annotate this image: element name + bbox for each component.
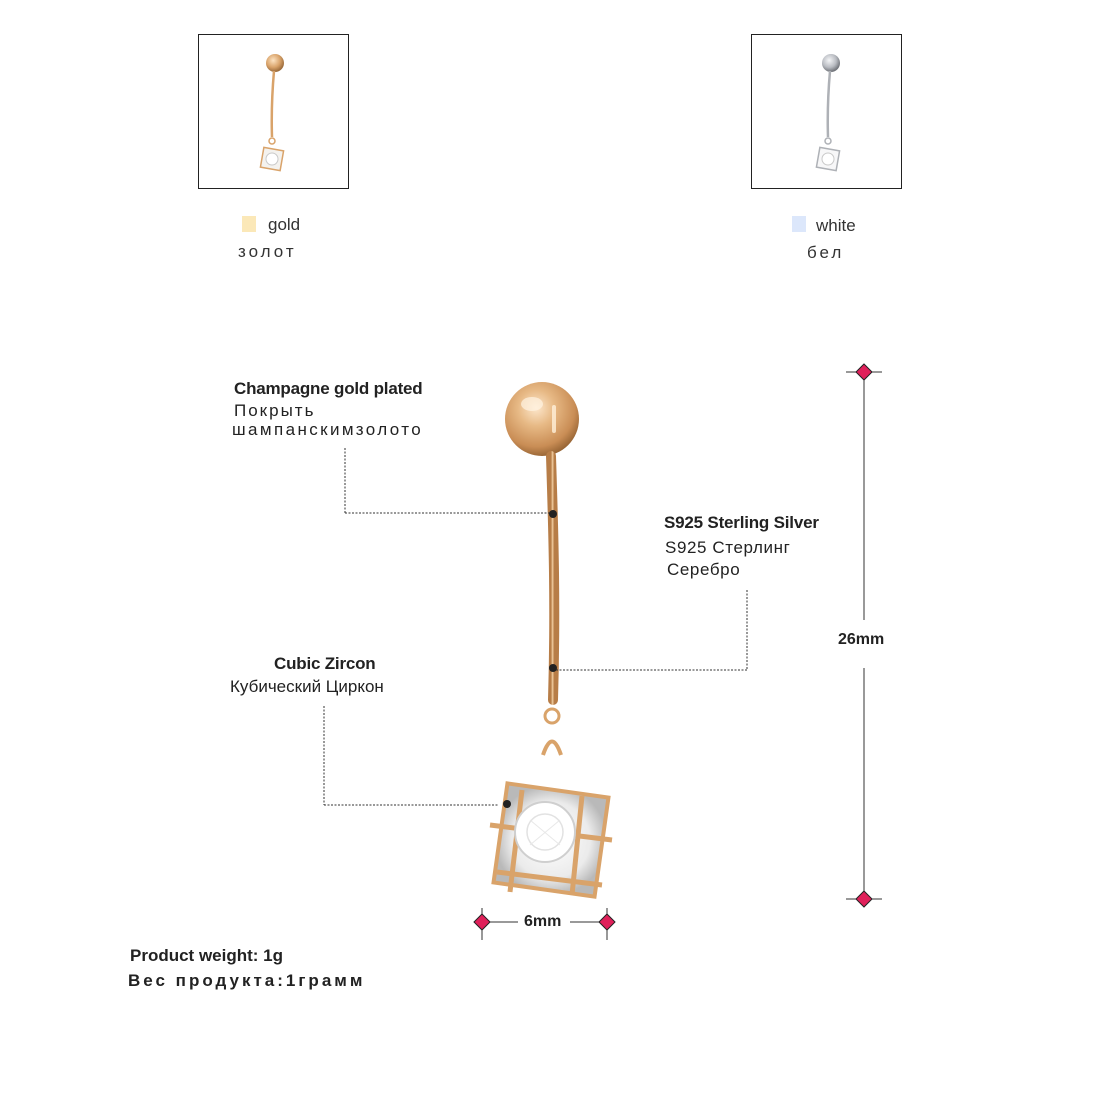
material-label-ru-1: S925 Стерлинг <box>665 538 791 557</box>
ball-icon <box>505 382 579 456</box>
product-weight-label-ru: Вес продукта:1грамм <box>128 971 366 990</box>
material-label: S925 Sterling Silver <box>664 513 819 532</box>
length-dimension-label: 26mm <box>838 631 885 648</box>
variant-gold-label: gold <box>268 215 301 234</box>
gold-jewelry-image <box>259 54 285 172</box>
white-color-chip <box>792 216 806 232</box>
variant-gold-thumbnail[interactable] <box>198 34 349 189</box>
material-label-ru-2: Серебро <box>667 560 741 579</box>
gold-color-chip <box>242 216 256 232</box>
variant-white-thumbnail[interactable] <box>751 34 902 189</box>
plating-label: Champagne gold plated <box>234 379 423 398</box>
plating-label-ru-1: Покрыть <box>234 401 316 420</box>
zircon-cube-icon <box>489 781 613 899</box>
stone-label: Cubic Zircon <box>274 654 376 673</box>
variant-white-label: white <box>816 216 856 235</box>
stone-label-ru: Кубический Циркон <box>230 677 384 696</box>
plating-label-ru-2: шампанскимзолото <box>232 420 424 439</box>
variant-white-label-ru: бел <box>807 243 845 262</box>
white-jewelry-image <box>815 54 841 172</box>
product-weight-label: Product weight: 1g <box>130 946 283 965</box>
width-dimension-label: 6mm <box>524 913 562 930</box>
variant-gold-label-ru: золот <box>238 242 297 261</box>
diamond-marker-icon <box>855 363 873 908</box>
